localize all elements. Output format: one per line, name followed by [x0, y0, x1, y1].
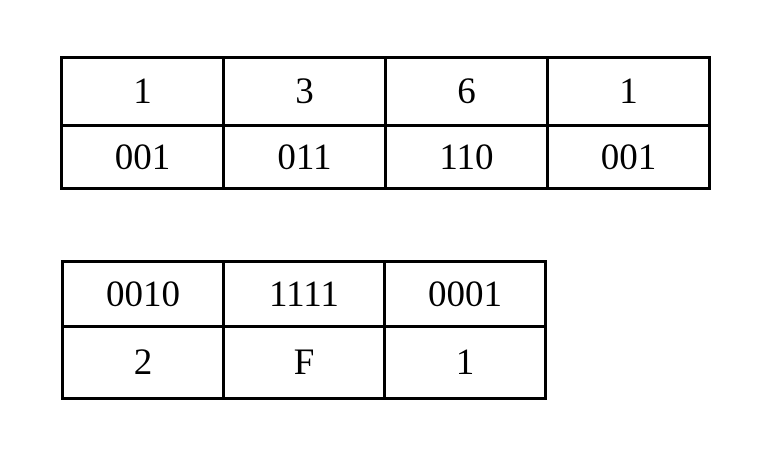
binary-triplet-cell-3: 110: [384, 124, 549, 190]
octal-digit-cell-4: 1: [546, 56, 711, 127]
octal-digits-row: 1 3 6 1: [60, 56, 711, 127]
binary-triplet-cell-1: 001: [60, 124, 225, 190]
octal-digit-cell-1: 1: [60, 56, 225, 127]
hex-digit-cell-1: 2: [61, 325, 225, 400]
binary-triplet-cell-4: 001: [546, 124, 711, 190]
binary-hex-table: 0010 1111 0001 2 F 1: [61, 260, 547, 400]
octal-binary-table: 1 3 6 1 001 011 110 001: [60, 56, 711, 190]
hex-digit-cell-2: F: [222, 325, 386, 400]
binary-nibble-cell-1: 0010: [61, 260, 225, 328]
binary-triplets-row: 001 011 110 001: [60, 124, 711, 190]
binary-triplet-cell-2: 011: [222, 124, 387, 190]
hex-digits-row: 2 F 1: [61, 325, 547, 400]
hex-digit-cell-3: 1: [383, 325, 547, 400]
binary-nibbles-row: 0010 1111 0001: [61, 260, 547, 328]
octal-digit-cell-2: 3: [222, 56, 387, 127]
octal-digit-cell-3: 6: [384, 56, 549, 127]
binary-nibble-cell-2: 1111: [222, 260, 386, 328]
binary-nibble-cell-3: 0001: [383, 260, 547, 328]
